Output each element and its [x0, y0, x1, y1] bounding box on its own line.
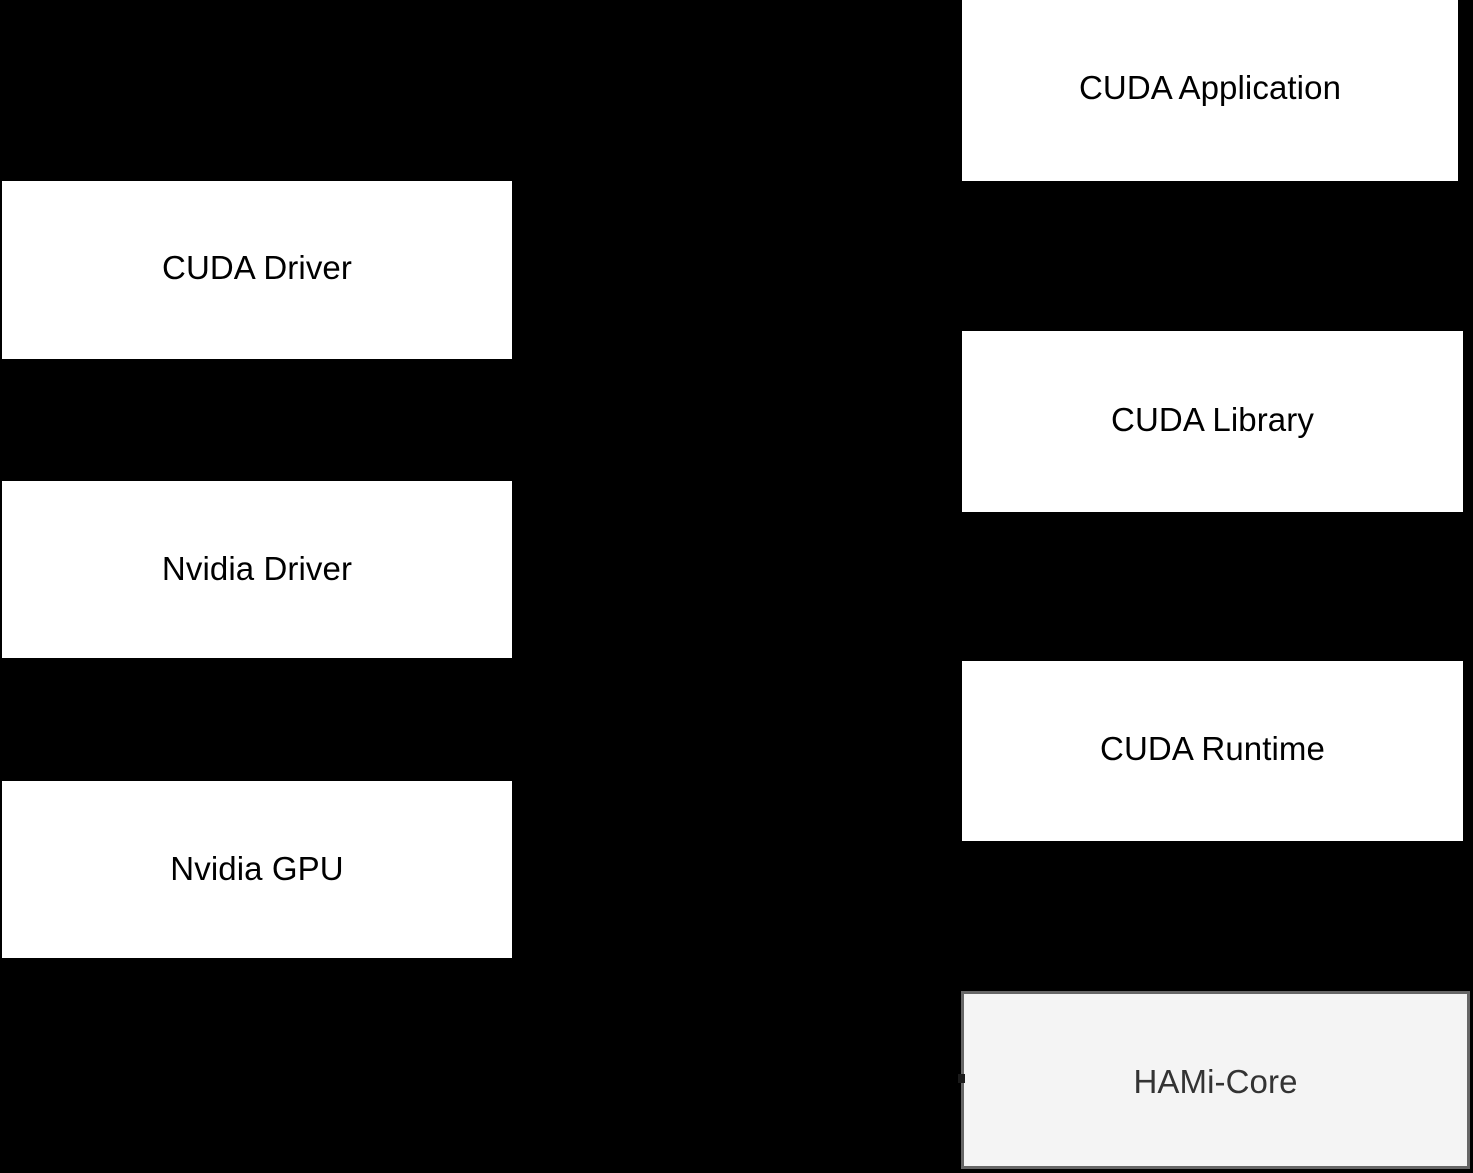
node-cuda-application-label: CUDA Application	[1078, 69, 1342, 106]
node-nvidia-driver-label: Nvidia Driver	[161, 550, 353, 587]
node-cuda-driver-label: CUDA Driver	[162, 249, 352, 286]
node-cuda-runtime[interactable]: CUDA Runtime	[962, 661, 1463, 841]
node-nvidia-gpu[interactable]: Nvidia GPU	[2, 781, 512, 958]
node-hami-core[interactable]: HAMi-Core	[961, 991, 1470, 1169]
node-cuda-application[interactable]: CUDA Application	[962, 0, 1458, 181]
node-cuda-library[interactable]: CUDA Library	[962, 331, 1463, 512]
node-cuda-library-label: CUDA Library	[1111, 401, 1314, 438]
node-cuda-driver[interactable]: CUDA Driver	[2, 181, 512, 359]
node-nvidia-driver[interactable]: Nvidia Driver	[2, 481, 512, 658]
node-hami-core-label: HAMi-Core	[1133, 1063, 1298, 1100]
node-nvidia-gpu-label: Nvidia GPU	[170, 850, 344, 887]
node-cuda-runtime-label: CUDA Runtime	[1100, 730, 1325, 767]
edge-connector-tick-hami-core	[958, 1074, 965, 1083]
